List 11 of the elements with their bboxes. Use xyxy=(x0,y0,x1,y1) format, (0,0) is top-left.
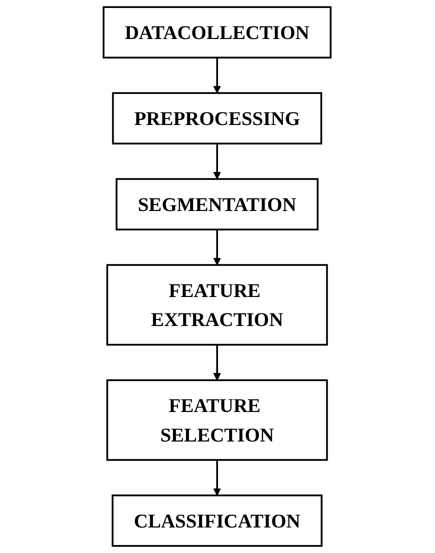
node-box: FEATURE SELECTION xyxy=(106,379,328,461)
arrow xyxy=(214,58,222,94)
node-box: FEATURE EXTRACTION xyxy=(106,264,328,346)
arrow xyxy=(214,460,222,496)
node-box: CLASSIFICATION xyxy=(112,494,323,547)
node-box: SEGMENTATION xyxy=(116,178,319,230)
arrow xyxy=(214,230,222,266)
node-box: DATACOLLECTION xyxy=(103,6,332,58)
arrow xyxy=(214,144,222,180)
arrow xyxy=(214,344,222,381)
node-box: PREPROCESSING xyxy=(112,92,323,144)
